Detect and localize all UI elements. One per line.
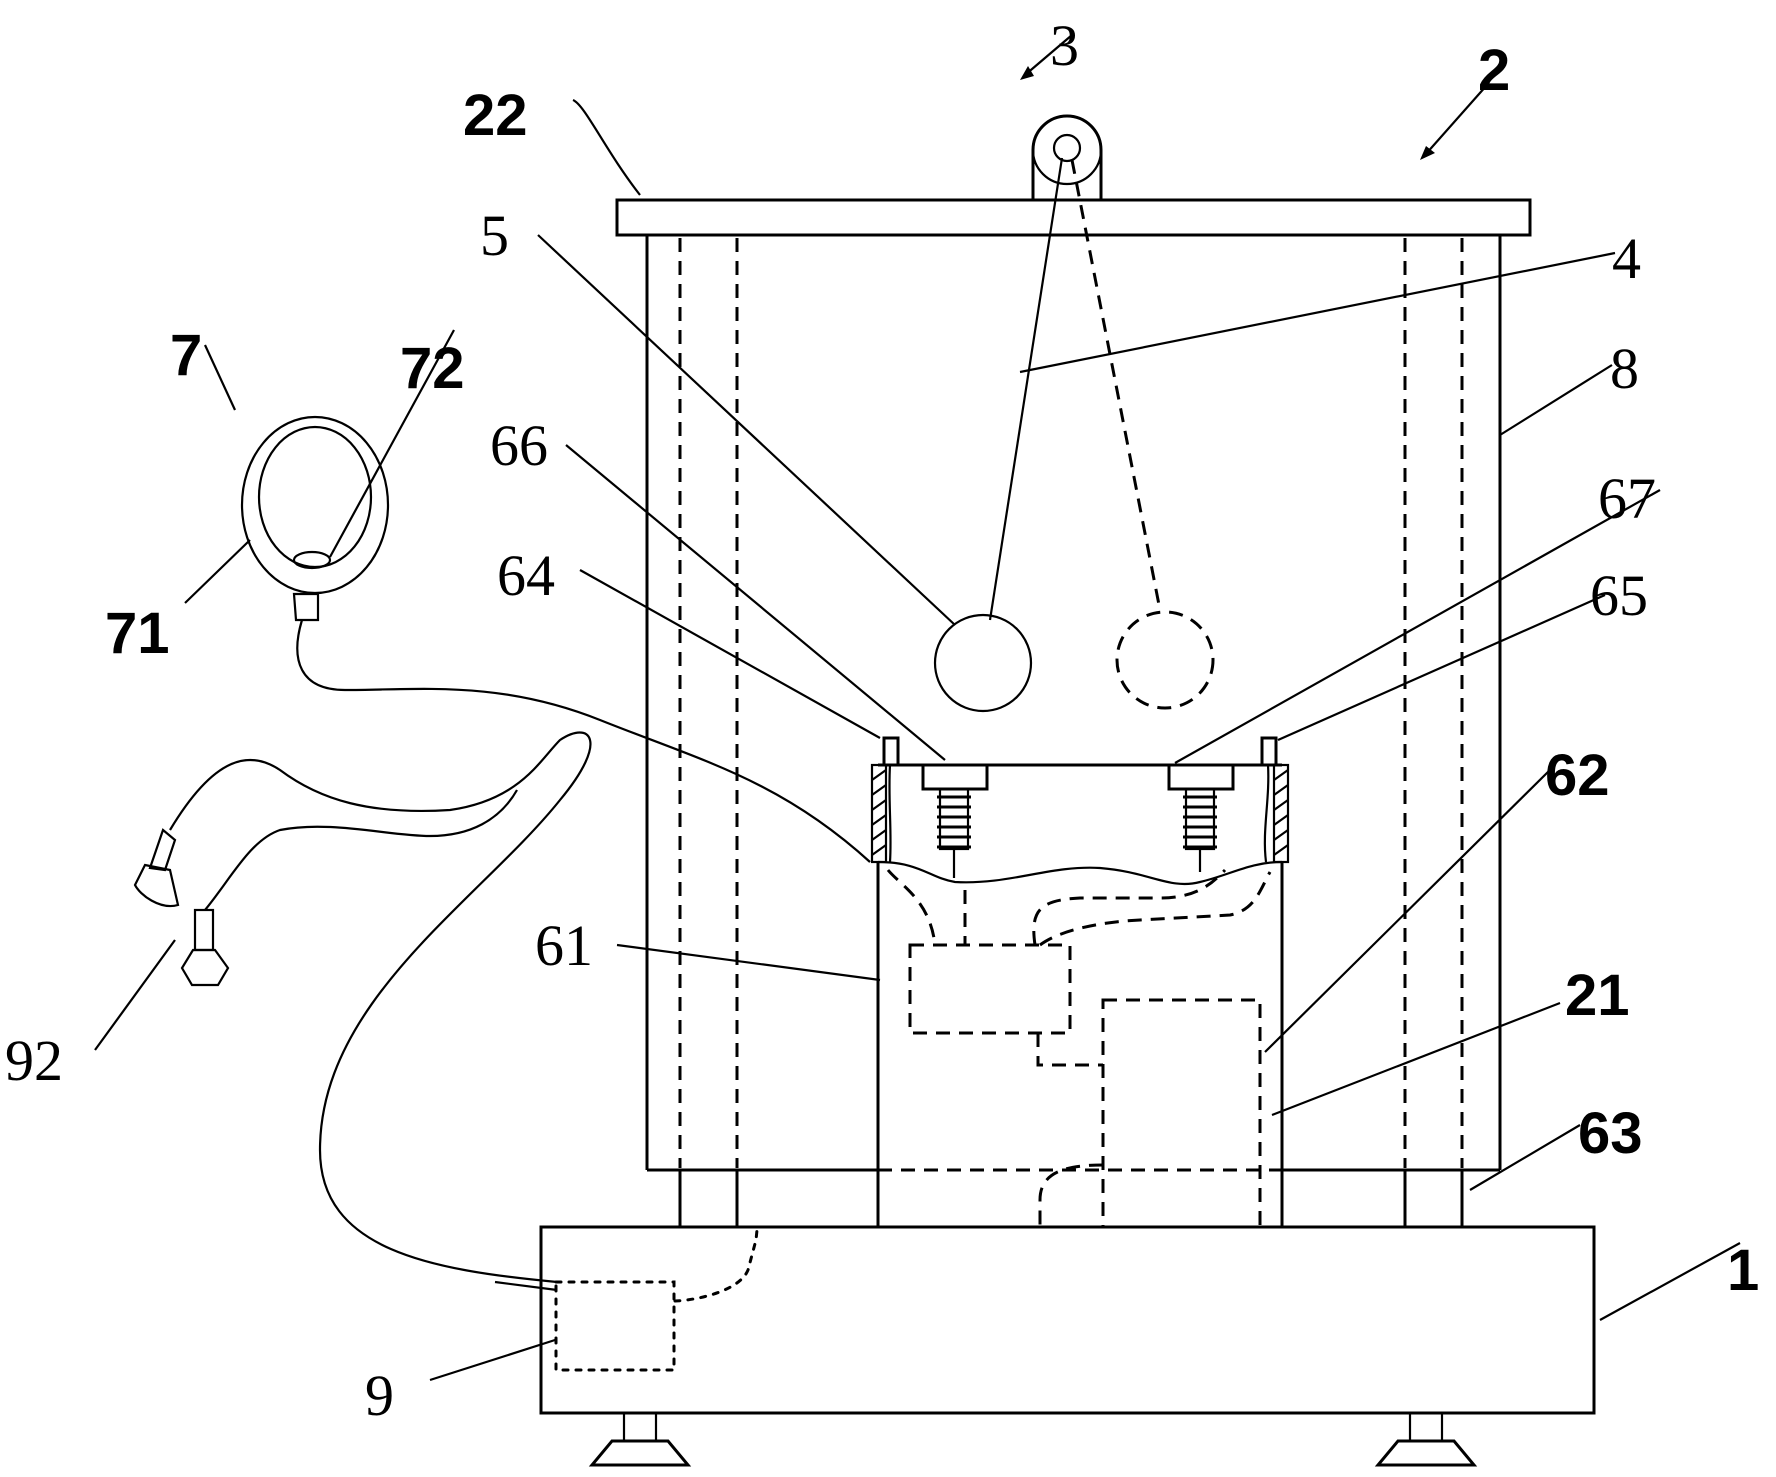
right-spring-probe — [1167, 763, 1235, 872]
meter-pointer — [292, 550, 332, 570]
right-clamp — [1260, 736, 1278, 767]
frame — [615, 198, 1532, 1227]
label-2: 2 — [1478, 38, 1510, 103]
probe-cable — [169, 731, 592, 1284]
meter-cable — [296, 619, 871, 863]
label-62: 61 — [535, 913, 593, 978]
label-22: 22 — [463, 83, 528, 148]
label-21: 63 — [1578, 1101, 1643, 1166]
label-66: 66 — [490, 413, 548, 478]
hidden-wire — [673, 1228, 759, 1303]
hidden-wire — [886, 869, 937, 946]
probe-cable — [204, 789, 518, 911]
pendulum-ball — [933, 613, 1033, 713]
electrode-probe — [133, 828, 180, 908]
label-3: 3 — [1050, 13, 1079, 78]
display-meter — [240, 415, 390, 622]
label-65: 65 — [1590, 563, 1648, 628]
label-61: 21 — [1565, 963, 1630, 1028]
label-1: 1 — [1727, 1238, 1759, 1303]
electrode-probe — [180, 908, 230, 987]
label-71: 71 — [105, 601, 170, 666]
test-housing — [870, 736, 1290, 1227]
hidden-wire — [1038, 1163, 1104, 1230]
pendulum-rope-swing — [1070, 159, 1162, 611]
controller-box — [554, 1280, 676, 1372]
top-plate — [615, 198, 1532, 237]
label-64: 64 — [497, 543, 555, 608]
label-5: 5 — [480, 203, 509, 268]
left-spring-probe — [921, 763, 989, 878]
pendulum-ball-swing — [1115, 610, 1215, 710]
label-4: 4 — [1612, 226, 1641, 291]
hidden-wire — [1036, 1033, 1103, 1067]
hidden-wire — [1032, 868, 1227, 946]
pulley — [1031, 114, 1103, 200]
hidden-wire — [1039, 871, 1272, 947]
label-9: 9 — [365, 1363, 394, 1428]
sensor-module — [908, 943, 1072, 1035]
label-67: 67 — [1598, 466, 1656, 531]
foot — [1374, 1411, 1478, 1467]
base — [539, 1225, 1596, 1415]
left-clamp — [882, 736, 900, 767]
label-7: 7 — [170, 323, 202, 388]
leader-lines — [94, 34, 1741, 1382]
foot — [588, 1411, 692, 1467]
label-72: 72 — [400, 336, 465, 401]
label-63: 62 — [1545, 743, 1610, 808]
label-92: 92 — [5, 1028, 63, 1093]
processor-module — [1101, 998, 1262, 1229]
pendulum-rope — [988, 157, 1064, 621]
label-8: 8 — [1610, 336, 1639, 401]
